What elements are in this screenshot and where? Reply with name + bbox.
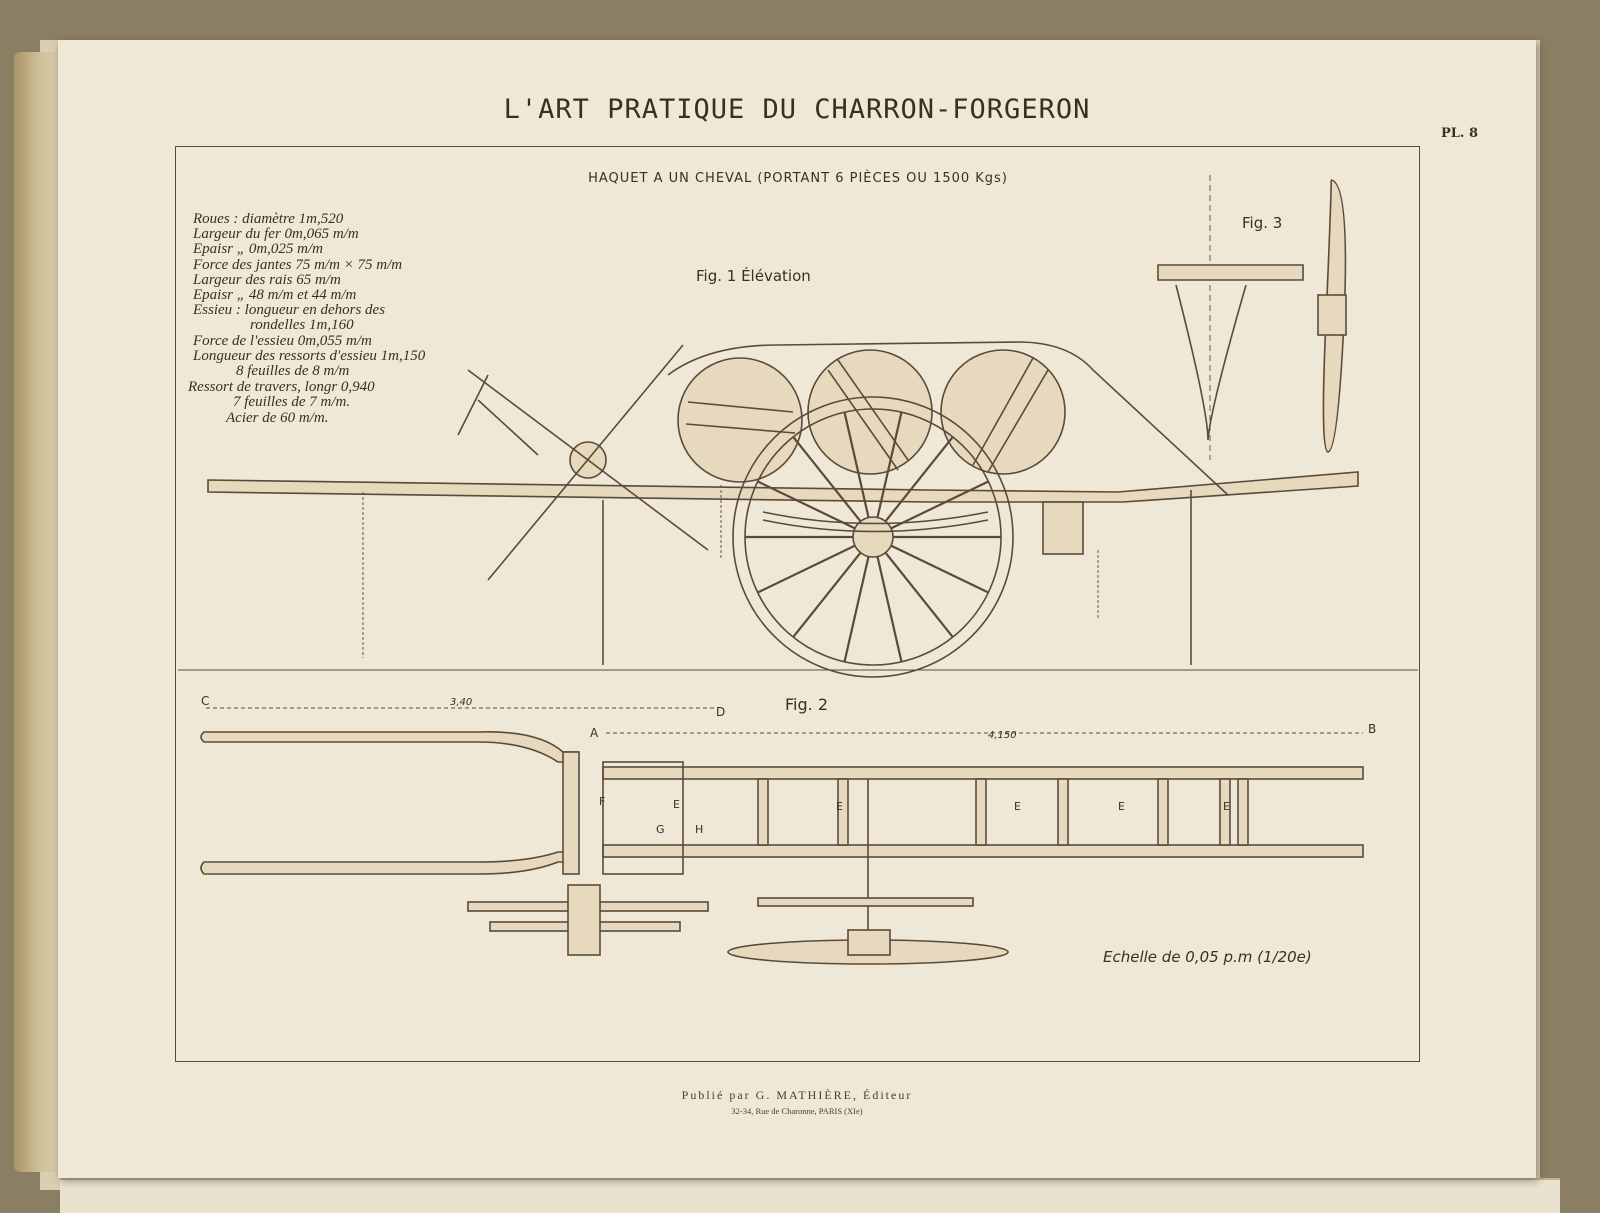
drawing-subtitle: HAQUET A UN CHEVAL (PORTANT 6 PIÈCES OU … <box>588 170 1008 186</box>
spec-line: Epaisr „ 48 m/m et 44 m/m <box>192 287 357 303</box>
plate-page: L'ART PRATIQUE DU CHARRON-FORGERON PL. 8… <box>58 40 1536 1178</box>
dimension-cd: 3,40 <box>450 697 472 708</box>
spec-line: Longueur des ressorts d'essieu 1m,150 <box>192 348 426 364</box>
part-e: E <box>673 798 680 811</box>
spec-line: Force de l'essieu 0m,055 m/m <box>192 333 372 349</box>
point-a: A <box>590 726 599 740</box>
spec-line: rondelles 1m,160 <box>250 317 354 333</box>
spec-line: Largeur du fer 0m,065 m/m <box>192 226 359 242</box>
fig1-label: Fig. 1 Élévation <box>696 266 811 285</box>
part-e: E <box>1118 800 1125 813</box>
scale-note: Echelle de 0,05 p.m (1/20e) <box>1103 948 1312 966</box>
spec-line: 8 feuilles de 8 m/m <box>236 363 349 379</box>
fig1-elevation <box>178 341 1418 678</box>
dimension-ab: 4,150 <box>988 730 1017 741</box>
fig2-plan: C D 3,40 A B 4,150 <box>200 694 1376 965</box>
next-sheet-edge <box>60 1178 1560 1213</box>
plate-number: PL. 8 <box>1440 126 1478 141</box>
spec-line: Largeur des rais 65 m/m <box>192 272 341 288</box>
drawing-frame <box>175 146 1420 1062</box>
point-c: C <box>201 694 209 708</box>
publisher-address: 32-34, Rue de Charonne, PARIS (XIe) <box>731 1106 863 1116</box>
specifications-list: Roues : diamètre 1m,520 Largeur du fer 0… <box>187 211 426 426</box>
spec-line: Acier de 60 m/m. <box>225 410 328 426</box>
spec-line: Essieu : longueur en dehors des <box>192 302 385 318</box>
spec-line: Epaisr „ 0m,025 m/m <box>192 241 323 257</box>
fig3-end-view <box>1157 175 1347 460</box>
point-b: B <box>1368 722 1376 736</box>
part-f: F <box>599 795 605 808</box>
barrel-load <box>677 349 1066 483</box>
part-e: E <box>1223 800 1230 813</box>
point-d: D <box>716 705 725 719</box>
technical-drawing: HAQUET A UN CHEVAL (PORTANT 6 PIÈCES OU … <box>178 170 1418 966</box>
fig3-label: Fig. 3 <box>1242 214 1282 232</box>
spec-line: Ressort de travers, longr 0,940 <box>187 379 375 395</box>
part-e: E <box>836 800 843 813</box>
fig2-label: Fig. 2 <box>785 695 828 714</box>
part-h: H <box>695 823 703 836</box>
plate-title: L'ART PRATIQUE DU CHARRON-FORGERON <box>503 94 1091 125</box>
part-e: E <box>1014 800 1021 813</box>
spec-line: Force des jantes 75 m/m × 75 m/m <box>192 257 402 273</box>
spec-line: Roues : diamètre 1m,520 <box>192 211 344 227</box>
spec-line: 7 feuilles de 7 m/m. <box>233 394 350 410</box>
part-g: G <box>656 823 665 836</box>
publisher-line: Publié par G. MATHIÈRE, Éditeur <box>681 1088 913 1102</box>
windlass <box>457 344 709 581</box>
cart-wheel <box>732 396 1014 678</box>
